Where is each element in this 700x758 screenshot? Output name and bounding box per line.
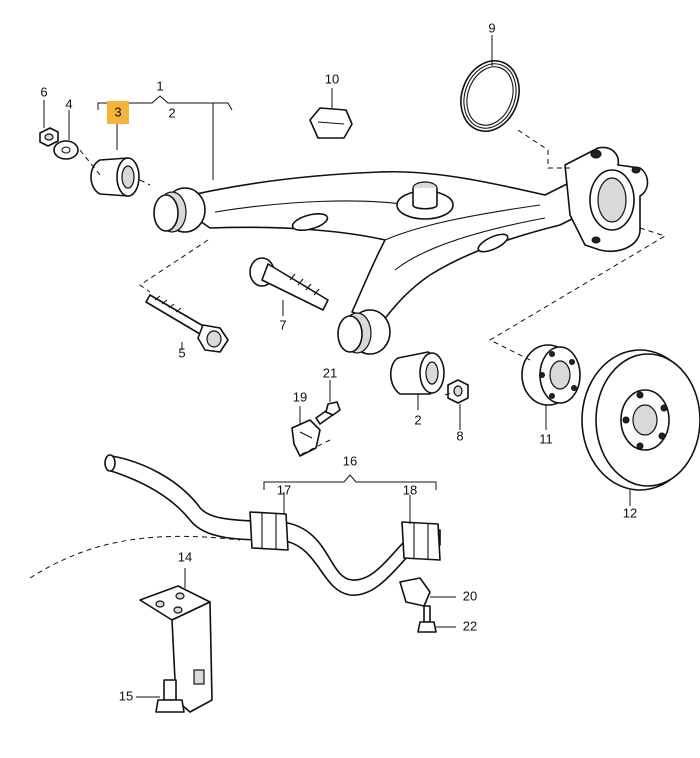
callout-2-top: 2 (168, 105, 175, 120)
callout-16: 16 (343, 453, 357, 468)
callout-18: 18 (403, 482, 417, 497)
callout-6: 6 (40, 84, 47, 99)
callout-5: 5 (178, 345, 185, 360)
callout-17: 17 (277, 482, 291, 497)
bar-bushing-part-17 (249, 511, 289, 551)
bracket-part-14 (139, 585, 213, 713)
bolt-part-5 (145, 294, 229, 353)
callout-7: 7 (279, 317, 286, 332)
callout-8: 8 (456, 428, 463, 443)
wishbone-arm (169, 170, 591, 323)
arm-bushing-front (153, 187, 206, 233)
callout-14: 14 (178, 549, 192, 564)
callout-4: 4 (65, 96, 72, 111)
callout-19: 19 (293, 389, 307, 404)
wheel-bearing-housing (564, 146, 649, 252)
callout-15: 15 (119, 688, 133, 703)
callout-11: 11 (539, 431, 553, 446)
bushing-part-2 (389, 351, 445, 395)
bolt-part-7 (249, 257, 329, 311)
bar-bushing-part-18 (401, 521, 441, 561)
callout-12: 12 (623, 505, 637, 520)
callout-1: 1 (156, 78, 163, 93)
bushing-part-3 (90, 157, 140, 197)
clamp-part-20 (399, 577, 431, 607)
callout-9: 9 (488, 20, 495, 35)
hub-part-11 (521, 344, 581, 406)
callout-10: 10 (325, 71, 339, 86)
clamp-part-19 (291, 419, 321, 457)
callout-2-bottom: 2 (414, 412, 421, 427)
bolt-part-22 (417, 605, 437, 633)
callout-20: 20 (463, 588, 477, 603)
nut-part-8 (447, 379, 469, 404)
cap-part-10 (309, 107, 353, 139)
washer-part-4 (53, 140, 79, 160)
bolt-part-15 (155, 679, 185, 713)
leader-lines (29, 35, 667, 698)
callout-22: 22 (463, 618, 477, 633)
callout-3-highlight (107, 101, 129, 124)
brake-disc-part-12 (581, 349, 700, 491)
callout-labels: 1 2 3 4 5 6 7 8 9 10 11 12 14 15 16 17 1… (40, 20, 637, 703)
nut-part-6 (39, 127, 59, 147)
callout-3: 3 (114, 104, 121, 119)
arm-bushing-rear (337, 309, 391, 355)
bolt-part-21 (315, 401, 341, 425)
seal-ring-part-9 (460, 60, 520, 132)
callout-21: 21 (323, 365, 337, 380)
